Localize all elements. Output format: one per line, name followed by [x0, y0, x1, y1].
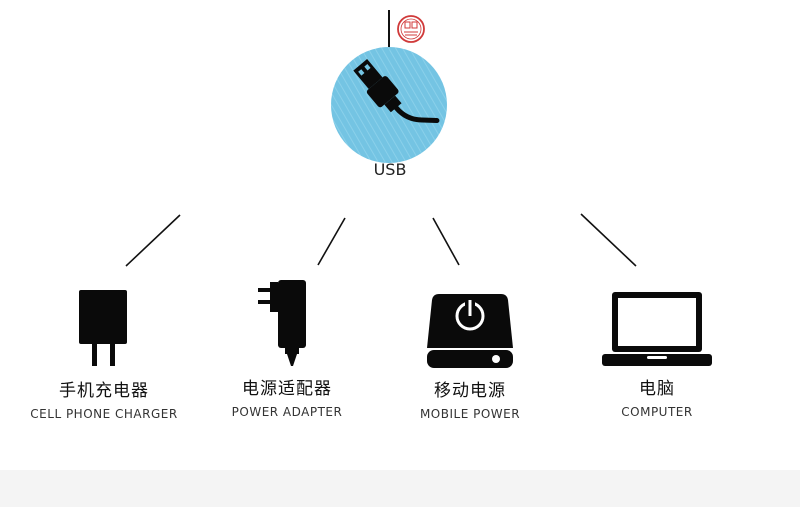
power-bank-icon [427, 294, 513, 368]
stamp-seal-icon [397, 15, 425, 43]
device-name-en: COMPUTER [621, 405, 693, 419]
power-adapter-icon [258, 280, 306, 366]
device-name-cn: 手机充电器 [59, 381, 149, 401]
device-mobile-power: 移动电源 MOBILE POWER [370, 290, 570, 421]
usb-plug-icon [353, 59, 440, 124]
device-computer: 电脑 COMPUTER [557, 290, 757, 419]
connector-line-1 [125, 214, 181, 267]
device-name-en: POWER ADAPTER [231, 405, 343, 419]
device-name-en: CELL PHONE CHARGER [30, 407, 178, 421]
device-name-cn: 电源适配器 [242, 379, 332, 399]
wall-charger-icon [79, 290, 127, 366]
device-name-cn: 移动电源 [434, 381, 506, 401]
device-name-en: MOBILE POWER [419, 407, 521, 421]
connector-line-3 [432, 217, 460, 266]
connector-line-4 [580, 213, 637, 267]
bottom-band [0, 470, 800, 507]
laptop-icon [602, 292, 712, 366]
connector-line-2 [317, 217, 346, 266]
device-cell-phone-charger: 手机充电器 CELL PHONE CHARGER [4, 288, 204, 421]
device-power-adapter: 电源适配器 POWER ADAPTER [187, 280, 387, 419]
hub-label: USB [373, 160, 407, 179]
device-name-cn: 电脑 [639, 379, 675, 399]
